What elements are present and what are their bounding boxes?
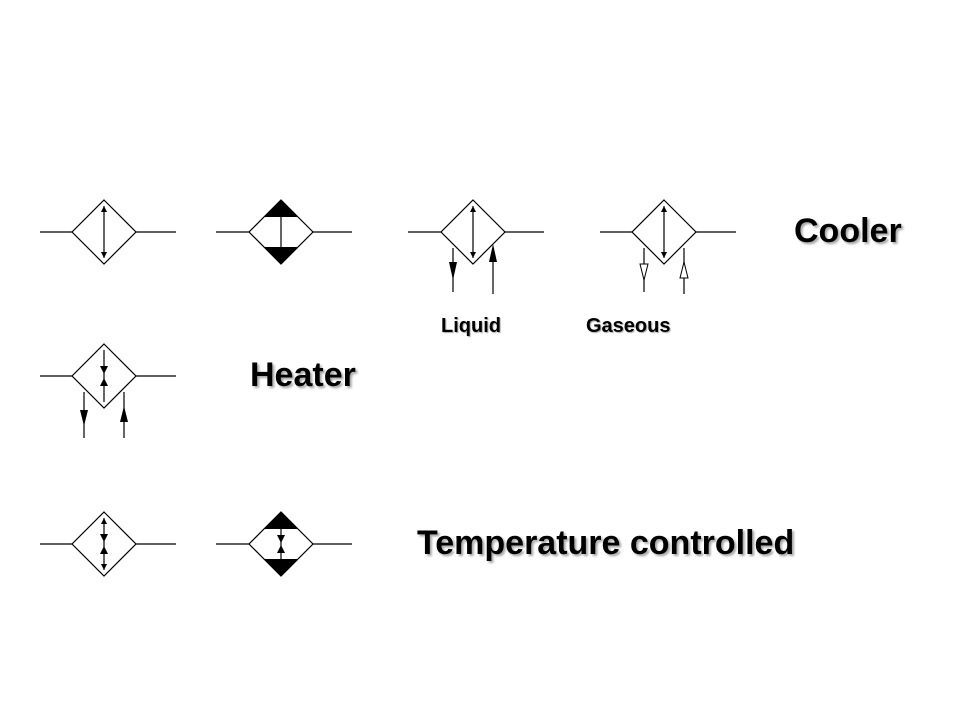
cooler-symbol: [40, 199, 176, 265]
cooler-gaseous-symbol: [600, 199, 736, 294]
heater-label: Heater: [250, 356, 356, 394]
liquid-label: Liquid: [441, 315, 501, 337]
cooler-liquid-symbol: [408, 199, 544, 294]
temperature-controlled-label: Temperature controlled: [417, 524, 795, 562]
gaseous-label: Gaseous: [586, 315, 671, 337]
heater-symbol: [40, 343, 176, 438]
temperature-controlled-symbol-alt: [216, 511, 352, 577]
cooler-label: Cooler: [794, 212, 902, 250]
temperature-controlled-symbol: [40, 511, 176, 577]
cooler-symbol-alt: [216, 199, 352, 265]
